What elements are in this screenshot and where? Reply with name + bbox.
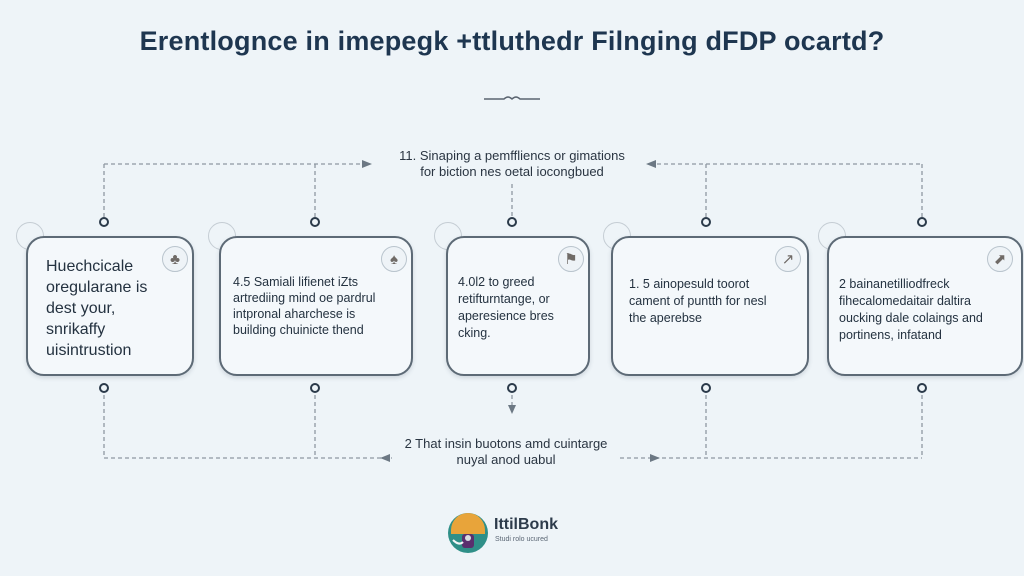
step-card-2-text: 4.5 Samiali lifienet iZts artrediing min… — [233, 274, 375, 338]
step-card-4-line-3: the aperebse — [629, 311, 702, 325]
step-card-1-line-1: Huechcicale — [46, 258, 134, 275]
step-card-3: ⚑ 4.0l2 to greed retifturntange, or aper… — [446, 236, 590, 376]
brand-tagline: Studi rolo ucured — [495, 536, 548, 543]
node-dot-bottom-3 — [507, 383, 517, 393]
step-card-1-text: Huechcicale oregularane is dest your, sn… — [46, 256, 147, 361]
step-card-1-line-2: oregularane is — [46, 279, 148, 296]
step-card-5-text: 2 bainanetilliodfreck fihecalomedaitair … — [839, 276, 983, 344]
step-card-5-line-2: fihecalomedaitair daltira — [839, 294, 972, 308]
node-dot-bottom-2 — [310, 383, 320, 393]
node-dot-top-1 — [99, 217, 109, 227]
flag-icon: ⚑ — [558, 246, 584, 272]
arrow-head-bottom-right — [650, 454, 660, 462]
step-card-5-line-3: oucking dale colaings and — [839, 311, 983, 325]
step-card-5-line-1: 2 bainanetilliodfreck — [839, 277, 950, 291]
node-dot-top-5 — [917, 217, 927, 227]
step-card-2-line-3: intpronal aharchese is — [233, 307, 356, 321]
top-caption-line-1: 11. Sinaping a pemffliencs or gimations — [399, 148, 625, 163]
step-card-3-line-3: aperesience bres — [458, 309, 554, 323]
step-card-4-line-2: cament of puntth for nesl — [629, 294, 767, 308]
arrow-head-mid-down — [508, 405, 516, 414]
tree-icon: ♣ — [162, 246, 188, 272]
step-card-1: ♣ Huechcicale oregularane is dest your, … — [26, 236, 194, 376]
arrow-head-top-right — [646, 160, 656, 168]
bottom-caption-line-2: nuyal anod uabul — [456, 452, 556, 467]
node-dot-top-3 — [507, 217, 517, 227]
node-dot-bottom-1 — [99, 383, 109, 393]
title-divider-ornament — [484, 96, 540, 101]
step-card-2-line-1: 4.5 Samiali lifienet iZts — [233, 275, 359, 289]
node-dot-top-2 — [310, 217, 320, 227]
step-card-2-line-4: building chuinicte thend — [233, 323, 364, 337]
step-card-3-line-1: 4.0l2 to greed — [458, 275, 535, 289]
step-card-2: ♠ 4.5 Samiali lifienet iZts artrediing m… — [219, 236, 413, 376]
node-dot-bottom-4 — [701, 383, 711, 393]
step-card-4: ↗ 1. 5 ainopesuld toorot cament of puntt… — [611, 236, 809, 376]
brand-name: IttilBonk — [494, 516, 558, 533]
step-card-2-line-2: artrediing mind oe pardrul — [233, 291, 376, 305]
arrow-icon: ⬈ — [987, 246, 1013, 272]
bottom-caption: 2 That insin buotons amd cuintarge nuyal… — [392, 436, 620, 468]
top-caption-line-2: for biction nes oetal iocongbued — [420, 164, 604, 179]
step-card-5: ⬈ 2 bainanetilliodfreck fihecalomedaitai… — [827, 236, 1023, 376]
arrow-head-top — [362, 160, 372, 168]
pin-icon: ↗ — [775, 246, 801, 272]
step-card-3-line-2: retifturntange, or — [458, 292, 550, 306]
bottom-caption-line-1: 2 That insin buotons amd cuintarge — [404, 436, 608, 451]
step-card-1-line-5: uisintrustion — [46, 342, 132, 359]
step-card-5-line-4: portinens, infatand — [839, 328, 942, 342]
node-dot-top-4 — [701, 217, 711, 227]
step-card-4-line-1: 1. 5 ainopesuld toorot — [629, 277, 750, 291]
arrow-head-bottom-left — [380, 454, 390, 462]
step-card-4-text: 1. 5 ainopesuld toorot cament of puntth … — [629, 276, 767, 327]
top-caption: 11. Sinaping a pemffliencs or gimations … — [372, 148, 652, 180]
brand-logo-icon — [448, 513, 488, 553]
plant-icon: ♠ — [381, 246, 407, 272]
step-card-1-line-3: dest your, — [46, 300, 116, 317]
node-dot-bottom-5 — [917, 383, 927, 393]
step-card-3-line-4: cking. — [458, 326, 491, 340]
diagram-title: Erentlognce in imepegk +ttluthedr Filngi… — [139, 26, 885, 56]
step-card-1-line-4: snrikaffy — [46, 321, 106, 338]
step-card-3-text: 4.0l2 to greed retifturntange, or aperes… — [458, 274, 554, 342]
